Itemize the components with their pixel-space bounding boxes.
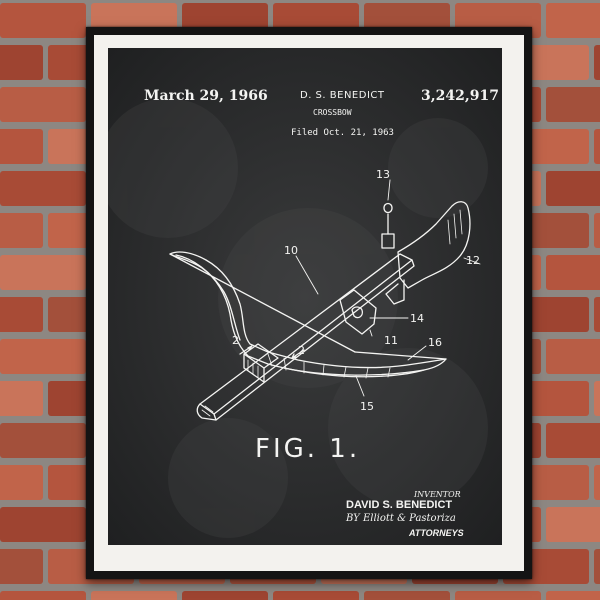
patent-print: March 29, 1966 D. S. BENEDICT 3,242,917 …: [108, 48, 502, 545]
brick: [0, 87, 86, 122]
patent-number: 3,242,917: [421, 88, 499, 104]
chalk-smudge: [108, 98, 238, 238]
brick: [594, 465, 600, 500]
brick: [546, 507, 600, 542]
leader-16: [407, 345, 427, 361]
stock-grip: [385, 279, 405, 305]
brick: [0, 507, 86, 542]
brick: [546, 423, 600, 458]
ref-10: 10: [284, 244, 298, 257]
brick: [273, 591, 359, 600]
trigger-housing: [339, 289, 377, 335]
ref-15: 15: [360, 400, 374, 413]
leader-12: [463, 257, 481, 265]
brick: [546, 255, 600, 290]
stock-front-end: [196, 403, 217, 421]
filed-date: Filed Oct. 21, 1963: [291, 128, 394, 138]
riser-block: [243, 343, 279, 369]
picture-mat: March 29, 1966 D. S. BENEDICT 3,242,917 …: [94, 35, 524, 571]
inventor-name-header: D. S. BENEDICT: [300, 90, 385, 101]
shoulder-stock-hatching: [447, 209, 463, 245]
chalk-smudge: [168, 418, 288, 538]
brick: [0, 171, 86, 206]
brick: [0, 3, 86, 38]
brick: [594, 297, 600, 332]
brick: [546, 87, 600, 122]
sight-post-top: [383, 202, 393, 214]
ref-2-lower: 2: [298, 344, 305, 357]
bow-limb-hatching: [267, 353, 391, 379]
brick: [0, 297, 43, 332]
ref-13: 13: [376, 168, 390, 181]
brick: [0, 129, 43, 164]
bow-limb: [169, 251, 447, 378]
brick: [455, 591, 541, 600]
brick: [594, 129, 600, 164]
riser-side: [243, 353, 265, 383]
leader-15: [355, 375, 365, 397]
brick: [546, 591, 600, 600]
brick: [91, 591, 177, 600]
bow-string-lower: [354, 351, 447, 360]
attorneys-label: ATTORNEYS: [409, 528, 464, 538]
leader-10: [295, 255, 319, 295]
brick: [0, 255, 86, 290]
chalk-smudge: [388, 118, 488, 218]
stock-end-hatching: [201, 405, 214, 417]
ref-12: 12: [466, 254, 480, 267]
brick: [0, 339, 86, 374]
riser-hatching: [247, 359, 259, 378]
stock-top-edge: [213, 259, 415, 421]
bow-limb-edge: [175, 254, 241, 341]
patent-date: March 29, 1966: [144, 88, 268, 104]
ref-14: 14: [410, 312, 424, 325]
ref-11: 11: [384, 334, 398, 347]
bow-limb-edge-lower: [283, 367, 425, 376]
chalkboard-background: [108, 48, 502, 545]
brick: [546, 171, 600, 206]
crossbow-drawing: 2 2 10 11 12 13 14 15 16: [169, 168, 481, 421]
leader-11: [369, 329, 373, 337]
chalk-smudge: [218, 208, 398, 388]
brick: [182, 591, 268, 600]
brick: [594, 213, 600, 248]
brick: [364, 591, 450, 600]
section-arrow-lower: [291, 349, 305, 359]
brick: [0, 591, 86, 600]
brick: [594, 45, 600, 80]
figure-label: FIG. 1.: [255, 434, 361, 464]
attorney-signature: BY Elliott & Pastoriza: [346, 513, 456, 524]
sight-post: [381, 233, 395, 249]
brick: [594, 549, 600, 584]
ref-2-upper: 2: [232, 334, 239, 347]
picture-frame: March 29, 1966 D. S. BENEDICT 3,242,917 …: [86, 27, 532, 579]
brick: [0, 213, 43, 248]
chalk-smudge: [328, 348, 488, 508]
brick: [594, 381, 600, 416]
brick: [546, 339, 600, 374]
inventor-full-name: DAVID S. BENEDICT: [346, 499, 453, 511]
section-arrow-upper: [239, 345, 253, 355]
brick: [0, 549, 43, 584]
inventor-label: INVENTOR: [414, 490, 461, 499]
brick: [0, 465, 43, 500]
brick: [0, 423, 86, 458]
ref-16: 16: [428, 336, 442, 349]
shoulder-stock: [397, 201, 471, 289]
brick: [0, 381, 43, 416]
brick: [0, 45, 43, 80]
patent-title: CROSSBOW: [313, 108, 352, 117]
trigger-hole: [351, 306, 364, 319]
bow-string: [169, 253, 356, 353]
brick: [546, 3, 600, 38]
leader-13: [387, 179, 391, 201]
